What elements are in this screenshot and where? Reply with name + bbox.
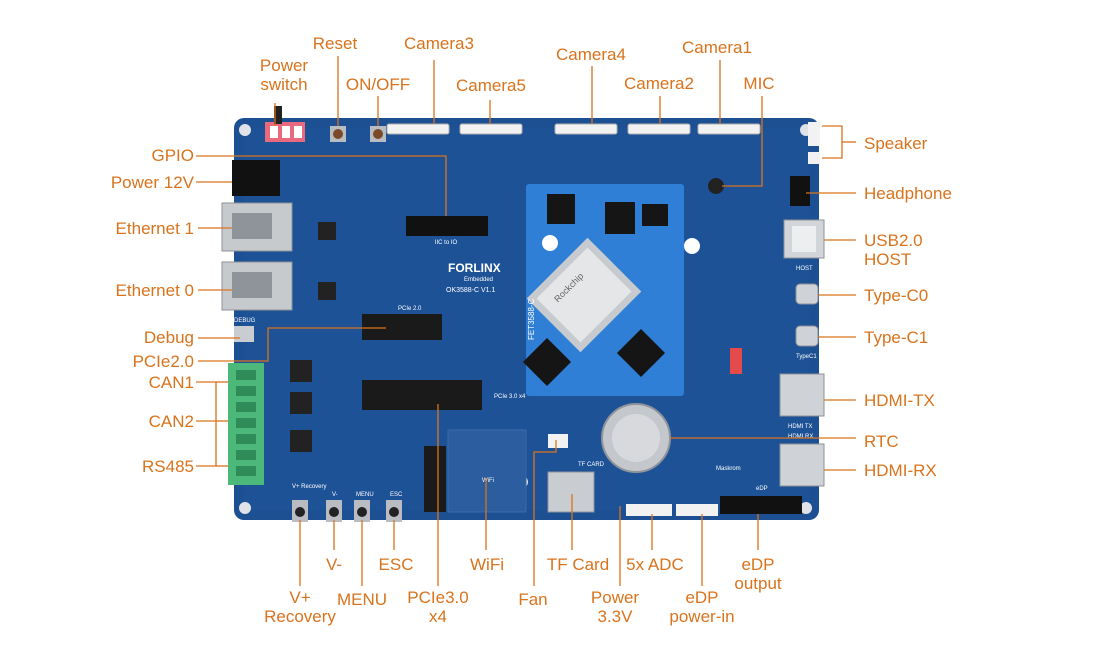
adc-connector bbox=[626, 504, 672, 516]
label-pcie30: PCIe3.0 x4 bbox=[407, 588, 469, 626]
right-connectors bbox=[708, 122, 825, 487]
silk-tf: TF CARD bbox=[578, 462, 605, 468]
som-label: FET3588-C bbox=[527, 298, 536, 340]
silk-iic: IIC to IO bbox=[435, 240, 458, 246]
label-rtc: RTC bbox=[864, 432, 899, 451]
label-typec1: Type-C1 bbox=[864, 328, 929, 347]
debug-port bbox=[234, 326, 254, 342]
m2-connector bbox=[424, 446, 446, 512]
label-rs485: RS485 bbox=[142, 457, 194, 476]
silk-esc: ESC bbox=[390, 492, 403, 498]
label-can2: CAN2 bbox=[148, 412, 194, 431]
label-power-33v: Power 3.3V bbox=[590, 588, 640, 626]
wifi-slot-area bbox=[447, 429, 527, 513]
label-typec0: Type-C0 bbox=[864, 286, 929, 305]
label-adc: 5x ADC bbox=[626, 555, 684, 574]
silk-recovery: V+ Recovery bbox=[292, 484, 327, 490]
label-wifi: WiFi bbox=[470, 555, 504, 574]
gpio-header bbox=[406, 216, 488, 236]
edp-power-connector bbox=[676, 504, 718, 516]
fan-connector bbox=[548, 434, 568, 448]
label-edp-power-in: eDP power-in bbox=[669, 588, 735, 626]
rtc-battery-inner bbox=[612, 414, 660, 462]
label-can1: CAN1 bbox=[148, 373, 194, 392]
label-speaker: Speaker bbox=[864, 134, 928, 153]
power-jack bbox=[232, 160, 280, 196]
label-camera2: Camera2 bbox=[624, 74, 694, 93]
silk-menu: MENU bbox=[356, 492, 374, 498]
label-power-12v: Power 12V bbox=[110, 173, 194, 192]
label-v-minus: V- bbox=[325, 555, 343, 574]
power-switch bbox=[265, 106, 305, 142]
label-fan: Fan bbox=[518, 590, 548, 609]
label-esc: ESC bbox=[378, 555, 414, 574]
label-on-off: ON/OFF bbox=[345, 75, 411, 94]
silk-maskrom: Maskrom bbox=[716, 466, 741, 472]
label-camera5: Camera5 bbox=[456, 76, 526, 95]
brand-logo-text: FORLINX bbox=[448, 261, 501, 275]
label-camera1: Camera1 bbox=[682, 38, 752, 57]
ethernet-jacks bbox=[221, 202, 293, 311]
camera-connectors bbox=[386, 123, 761, 135]
label-hdmi-tx: HDMI-TX bbox=[864, 391, 935, 410]
label-edp-output: eDP output bbox=[734, 555, 782, 593]
label-hdmi-rx: HDMI-RX bbox=[864, 461, 937, 480]
label-camera3: Camera3 bbox=[404, 34, 474, 53]
pcie3-slot bbox=[362, 380, 482, 410]
label-camera4: Camera4 bbox=[556, 45, 626, 64]
label-debug: Debug bbox=[143, 328, 194, 347]
label-headphone: Headphone bbox=[864, 184, 952, 203]
label-v-plus-recovery: V+ Recovery bbox=[264, 588, 336, 626]
label-reset: Reset bbox=[312, 34, 358, 53]
silk-vminus: V- bbox=[332, 492, 338, 498]
label-mic: MIC bbox=[743, 74, 775, 93]
label-pcie20: PCIe2.0 bbox=[132, 352, 194, 371]
bottom-buttons bbox=[292, 500, 402, 522]
leader-lines bbox=[196, 56, 856, 586]
silk-pcie3: PCIe 3.0 x4 bbox=[494, 394, 526, 400]
silk-wifi: WiFi bbox=[482, 478, 494, 484]
label-ethernet1: Ethernet 1 bbox=[115, 219, 194, 238]
edp-header bbox=[720, 496, 802, 514]
som-module bbox=[522, 184, 700, 396]
silk-hdmirx: HDMI RX bbox=[788, 434, 813, 440]
model-text: OK3588-C V1.1 bbox=[446, 287, 496, 294]
brand-sub-text: Embedded bbox=[464, 277, 493, 283]
silk-pcie2: PCIe 2.0 bbox=[398, 306, 422, 312]
label-gpio: GPIO bbox=[151, 146, 194, 165]
silk-debug: DEBUG bbox=[234, 318, 256, 324]
pcie2-slot bbox=[362, 314, 442, 340]
silk-hdmitx: HDMI TX bbox=[788, 424, 813, 430]
label-usb-host: USB2.0 HOST bbox=[864, 231, 923, 269]
tf-card-slot bbox=[547, 471, 595, 513]
tact-buttons bbox=[330, 126, 386, 142]
silk-host: HOST bbox=[796, 266, 813, 272]
label-power-switch: Power switch bbox=[259, 56, 309, 94]
terminal-block bbox=[228, 363, 264, 485]
silk-edp: eDP bbox=[756, 486, 768, 492]
left-ics bbox=[290, 222, 336, 452]
label-ethernet0: Ethernet 0 bbox=[115, 281, 194, 300]
label-menu: MENU bbox=[336, 590, 388, 609]
silk-typec1: TypeC1 bbox=[796, 354, 817, 360]
label-tf-card: TF Card bbox=[546, 555, 610, 574]
